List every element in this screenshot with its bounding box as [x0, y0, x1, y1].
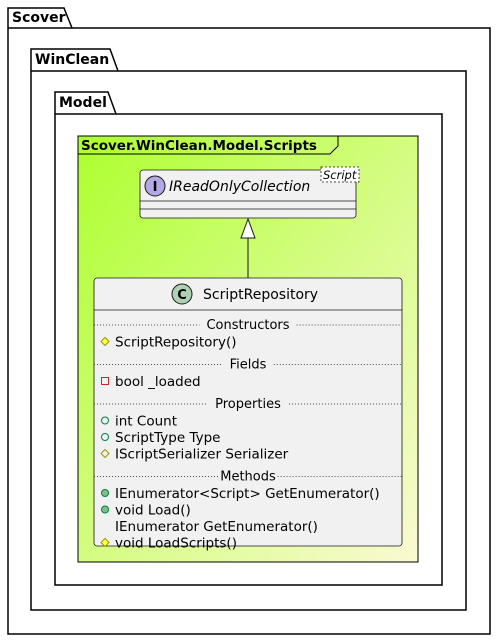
- package-model: Model: [54, 91, 443, 586]
- realization-arrow: [240, 217, 256, 278]
- interface-name: IReadOnlyCollection: [169, 179, 310, 195]
- svg-text:I: I: [153, 180, 158, 195]
- package-scover-label: Scover: [12, 10, 66, 26]
- visibility-public-icon: [101, 433, 109, 441]
- class-member: ScriptRepository(): [115, 335, 236, 351]
- interface-ireadonlycollection: I IReadOnlyCollection Script: [139, 166, 360, 219]
- class-member: IScriptSerializer Serializer: [115, 447, 289, 463]
- class-member: IEnumerator GetEnumerator(): [115, 519, 318, 535]
- section-title-properties: Properties: [215, 397, 281, 412]
- class-member: void Load(): [115, 503, 191, 519]
- package-model-label: Model: [59, 95, 107, 111]
- visibility-private-icon: [101, 377, 109, 385]
- visibility-protected-open-icon: [100, 448, 110, 459]
- package-scripts-label: Scover.WinClean.Model.Scripts: [81, 138, 317, 154]
- class-member: void LoadScripts(): [115, 536, 237, 552]
- class-name: ScriptRepository: [203, 287, 318, 303]
- visibility-protected-icon: [100, 336, 110, 347]
- interface-badge-icon: I: [144, 175, 166, 197]
- section-title-methods: Methods: [220, 470, 276, 485]
- package-winclean: WinClean: [30, 48, 467, 611]
- class-member: IEnumerator<Script> GetEnumerator(): [115, 486, 380, 502]
- visibility-public-icon: [101, 416, 109, 425]
- class-badge-icon: C: [171, 283, 193, 305]
- class-member: int Count: [115, 414, 177, 430]
- visibility-public-method-icon: [101, 505, 109, 514]
- visibility-public-method-icon: [101, 489, 109, 497]
- class-scriptrepository: C ScriptRepository ConstructorsScriptRep…: [93, 277, 403, 552]
- section-title-constructors: Constructors: [206, 318, 289, 333]
- class-member: ScriptType Type: [115, 430, 220, 446]
- visibility-protected-icon: [100, 537, 110, 548]
- class-member: bool _loaded: [115, 374, 201, 390]
- interface-generic-param: Script: [323, 168, 357, 182]
- package-scover: Scover: [7, 7, 491, 635]
- package-winclean-label: WinClean: [35, 52, 109, 68]
- svg-text:C: C: [177, 288, 187, 303]
- section-title-fields: Fields: [230, 358, 267, 373]
